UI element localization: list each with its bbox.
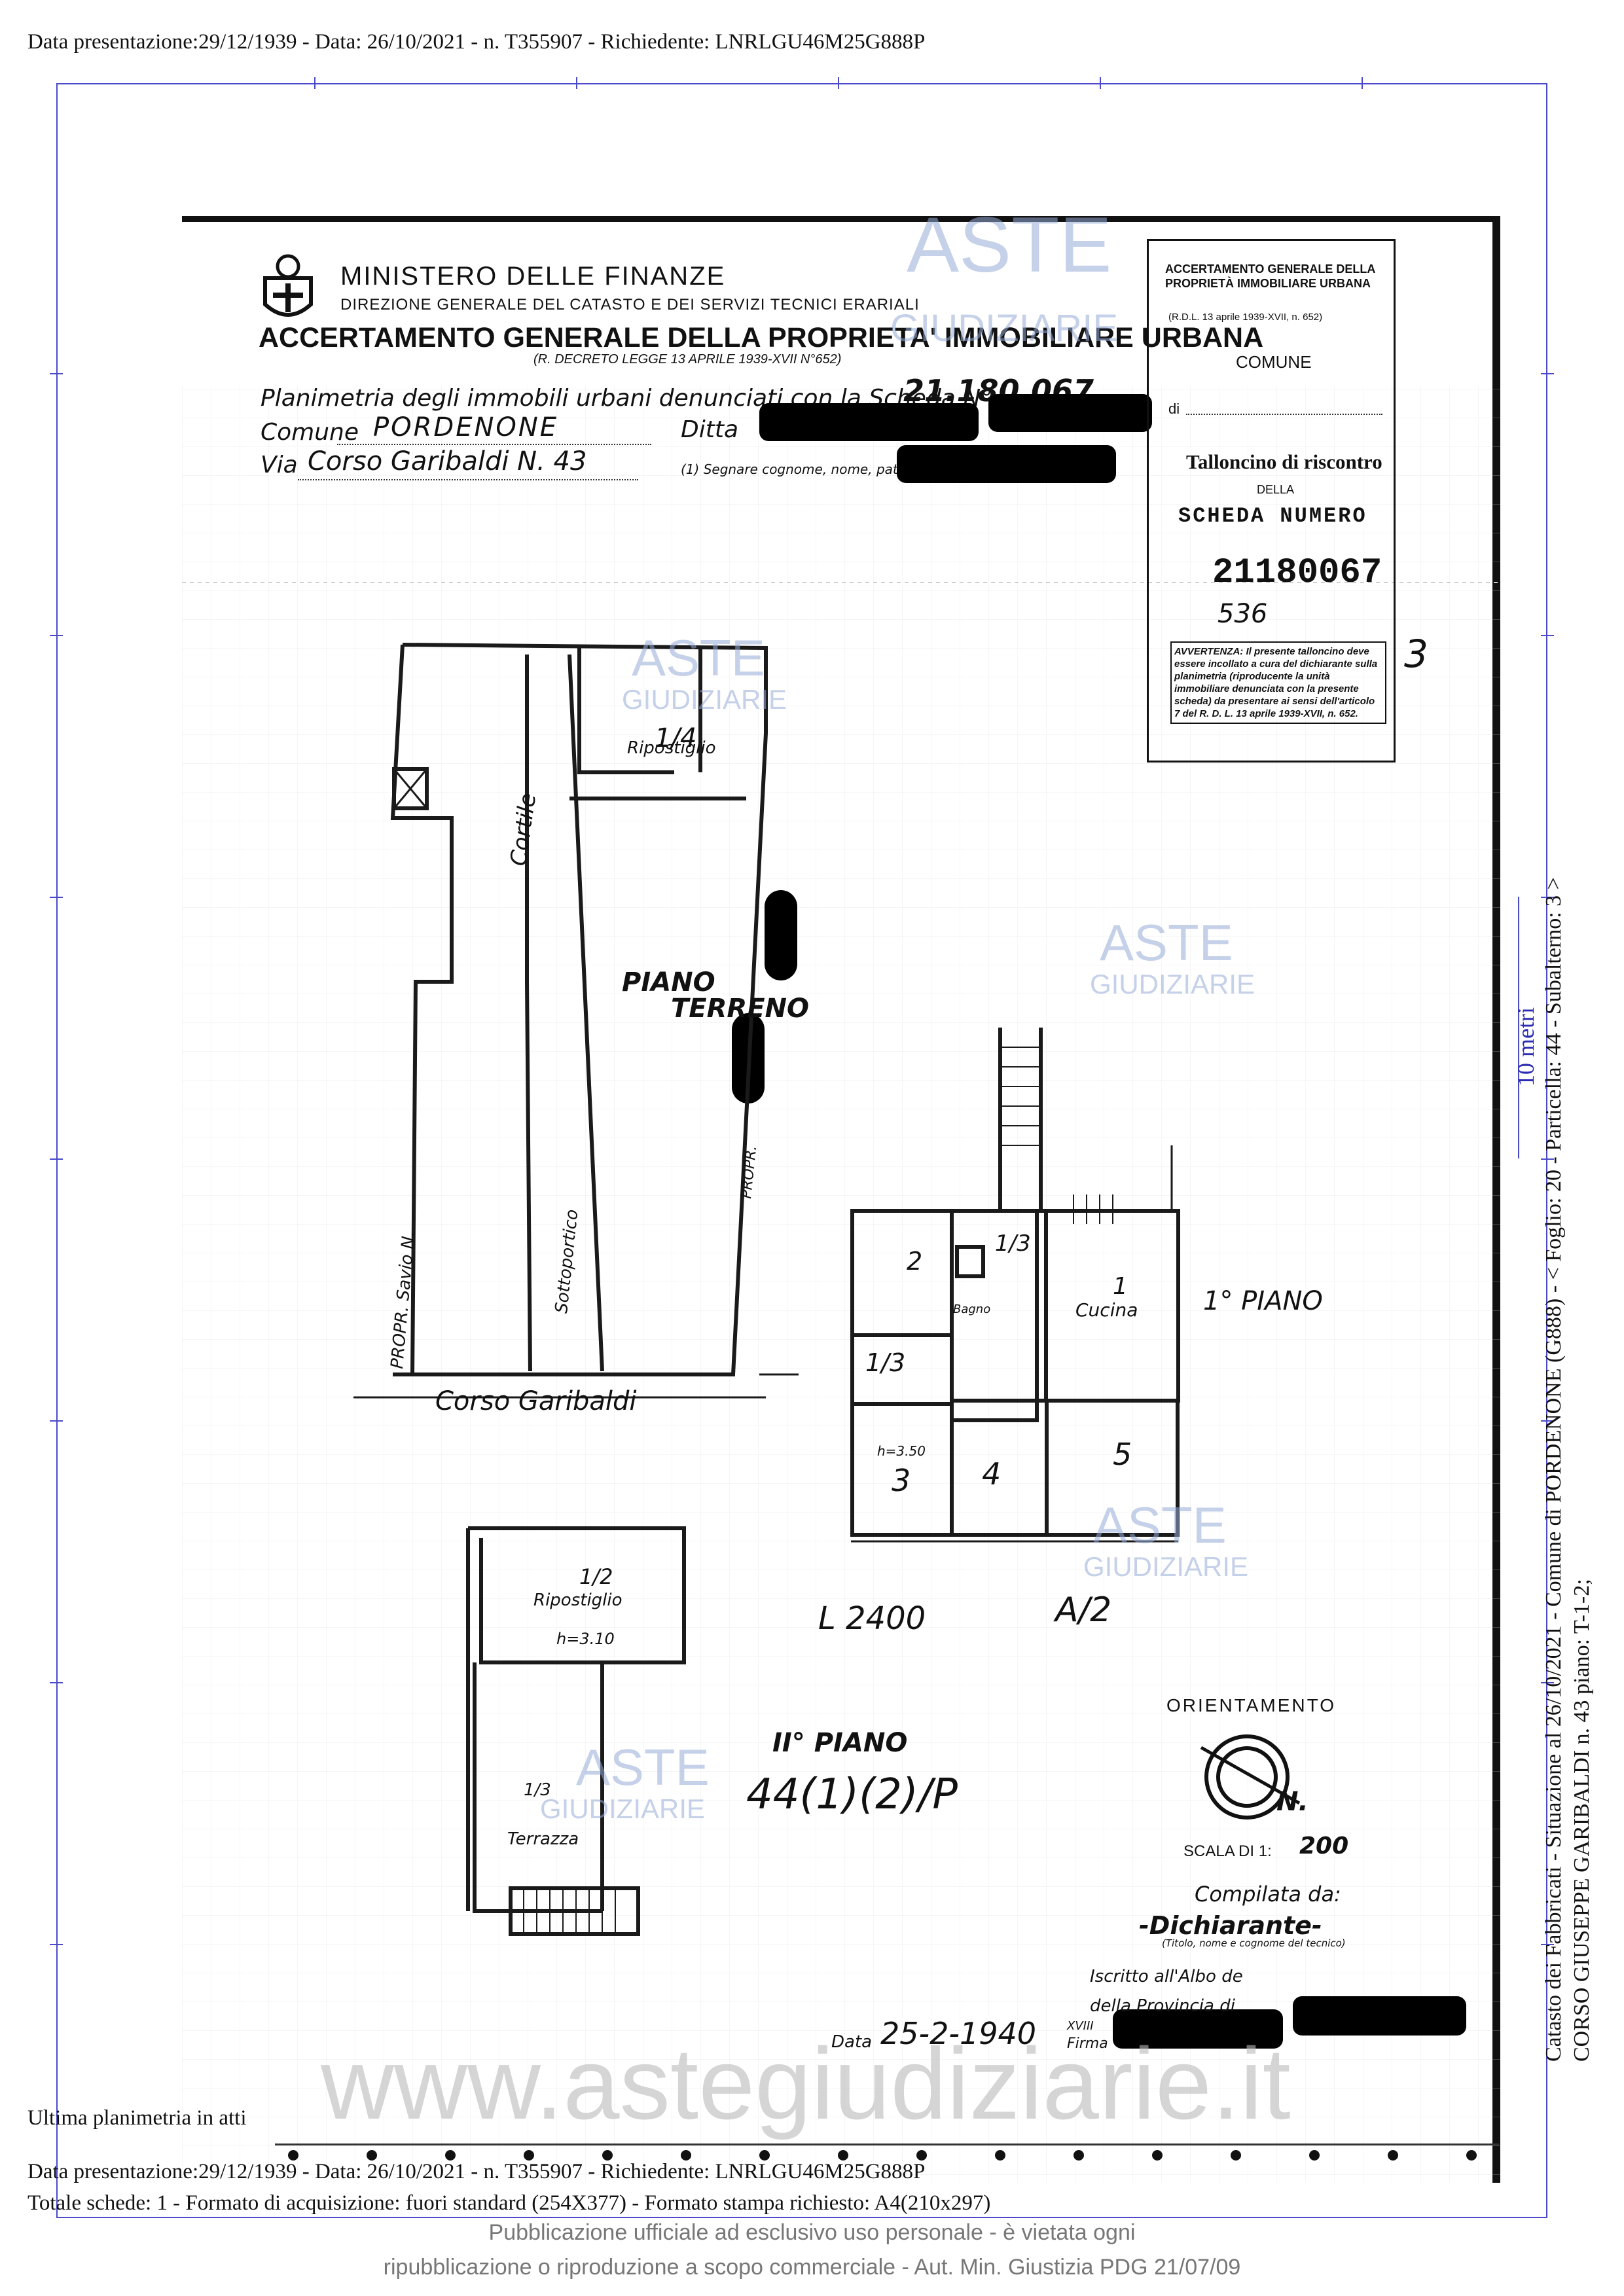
talloncino-handnum: 536 (1218, 599, 1268, 629)
watermark-brand-top: ASTE (632, 629, 765, 687)
label-terrazza: Terrazza (507, 1829, 579, 1849)
label-room-5: 5 (1113, 1437, 1132, 1472)
comune-label: Comune (261, 419, 359, 446)
ditta-label: Ditta (681, 416, 739, 443)
talloncino-riscontro: Talloncino di riscontro (1186, 450, 1382, 473)
label-terrazza-num: 1/3 (524, 1780, 551, 1800)
watermark-brand-top: ASTE (1093, 1496, 1227, 1554)
talloncino-title: ACCERTAMENTO GENERALE DELLA PROPRIETÀ IM… (1165, 262, 1375, 290)
watermark-brand-bottom: GIUDIZIARIE (1090, 969, 1255, 999)
decree-line: (R. DECRETO LEGGE 13 APRILE 1939-XVII N°… (533, 352, 842, 367)
label-h310: h=3.10 (556, 1630, 615, 1648)
label-piano-terreno-1: PIANO (622, 967, 715, 997)
watermark-brand-bottom: GIUDIZIARIE (622, 684, 787, 715)
segnare-note: (1) Segnare cognome, nome, paternità (681, 461, 937, 477)
watermark-url: www.astegiudiziarie.it (321, 2027, 1291, 2140)
redaction-block (1113, 2009, 1283, 2049)
label-h350: h=3.50 (877, 1443, 926, 1459)
label-rip2-num: 1/2 (579, 1564, 613, 1589)
comune-value: PORDENONE (373, 412, 559, 442)
talloncino-di-label: di (1168, 401, 1180, 417)
footer-line-2: Totale schede: 1 - Formato di acquisizio… (27, 2191, 991, 2215)
via-label: Via (261, 452, 298, 478)
redaction-block (759, 403, 979, 441)
talloncino-box (1147, 239, 1396, 762)
footer-disclaimer-2: ripubblicazione o riproduzione a scopo c… (383, 2255, 1241, 2280)
label-a2: A/2 (1055, 1590, 1112, 1630)
north-label: N. (1276, 1787, 1308, 1817)
label-room-2: 2 (907, 1247, 923, 1276)
label-rip2: Ripostiglio (533, 1590, 623, 1610)
coat-of-arms-icon (263, 254, 313, 317)
page-frame (56, 83, 1547, 2218)
titolo-note: (Titolo, nome e cognome del tecnico) (1162, 1937, 1346, 1949)
label-room-4: 4 (982, 1456, 1001, 1492)
talloncino-number: 21180067 (1212, 553, 1382, 593)
label-room-1: 1 (1113, 1273, 1128, 1300)
watermark-brand-bottom: GIUDIZIARIE (890, 307, 1119, 350)
data-value: 25-2-1940 (880, 2016, 1037, 2051)
provincia-label: della Provincia di (1090, 1996, 1235, 2016)
data-label: Data (831, 2032, 873, 2052)
watermark-brand-top: ASTE (907, 201, 1112, 289)
dichiarante-value: -Dichiarante- (1139, 1911, 1322, 1940)
label-room-13a: 1/3 (995, 1230, 1031, 1257)
compilata-label: Compilata da: (1195, 1882, 1341, 1907)
label-ripostiglio-top-num: 1/4 (655, 723, 697, 753)
watermark-brand-bottom: GIUDIZIARIE (540, 1793, 706, 1824)
label-room-3: 3 (892, 1463, 911, 1498)
watermark-brand-top: ASTE (1100, 914, 1233, 971)
xviii-label: XVIII (1067, 2019, 1094, 2033)
watermark-brand-bottom: GIUDIZIARIE (1083, 1551, 1249, 1582)
side-mark: 3 (1404, 632, 1428, 676)
compass-icon (1200, 1734, 1301, 1820)
watermark-brand-top: ASTE (576, 1738, 710, 1796)
label-room-13b: 1/3 (865, 1348, 906, 1377)
label-corso-garibaldi: Corso Garibaldi (435, 1386, 637, 1416)
talloncino-avvertenza: AVVERTENZA: Il presente talloncino deve … (1170, 641, 1386, 724)
firma-label: Firma (1067, 2036, 1108, 2052)
label-secondo-piano: II° PIANO (772, 1728, 908, 1758)
via-value: Corso Garibaldi N. 43 (308, 446, 587, 476)
label-bagno: Bagno (953, 1302, 991, 1316)
label-ripostiglio-top: Ripostiglio (627, 738, 716, 758)
sidebar-line-1: Catasto dei Fabbricati - Situazione al 2… (1542, 877, 1566, 2062)
talloncino-scheda-numero: SCHEDA NUMERO (1178, 504, 1367, 528)
label-piano-terreno-2: TERRENO (671, 994, 810, 1024)
form-title: ACCERTAMENTO GENERALE DELLA PROPRIETA' I… (259, 322, 1264, 353)
footer-line-1: Data presentazione:29/12/1939 - Data: 26… (27, 2160, 926, 2183)
comune-dotline (337, 444, 651, 445)
talloncino-comune-label: COMUNE (1236, 352, 1312, 372)
redaction-block (988, 394, 1152, 432)
scale-bar-label: 10 metri (1513, 1007, 1539, 1086)
direzione-name: DIREZIONE GENERALE DEL CATASTO E DEI SER… (340, 296, 920, 314)
scala-value: 200 (1299, 1833, 1349, 1859)
label-cucina: Cucina (1075, 1299, 1138, 1321)
header-line: Data presentazione:29/12/1939 - Data: 26… (27, 30, 926, 54)
redaction-block (765, 890, 797, 980)
footer-ultima: Ultima planimetria in atti (27, 2106, 247, 2130)
label-l2400: L 2400 (818, 1600, 926, 1637)
orientamento-label: ORIENTAMENTO (1166, 1695, 1336, 1715)
footer-disclaimer-1: Pubblicazione ufficiale ad esclusivo uso… (488, 2220, 1136, 2245)
talloncino-di-dotline (1186, 414, 1382, 415)
redaction-block (1293, 1996, 1466, 2036)
iscritto-label: Iscritto all'Albo de (1090, 1967, 1243, 1986)
via-dotline (298, 479, 638, 480)
label-hand-ref: 44(1)(2)/P (746, 1770, 958, 1819)
frame-corner (56, 83, 58, 84)
talloncino-della: DELLA (1257, 483, 1295, 496)
label-primo-piano: 1° PIANO (1203, 1286, 1323, 1316)
talloncino-rdl: (R.D.L. 13 aprile 1939-XVII, n. 652) (1168, 312, 1323, 323)
redaction-block (897, 445, 1116, 483)
scala-label: SCALA DI 1: (1183, 1842, 1272, 1860)
ministry-name: MINISTERO DELLE FINANZE (340, 262, 726, 291)
sidebar-line-2: CORSO GIUSEPPE GARIBALDI n. 43 piano: T-… (1570, 1579, 1594, 2062)
